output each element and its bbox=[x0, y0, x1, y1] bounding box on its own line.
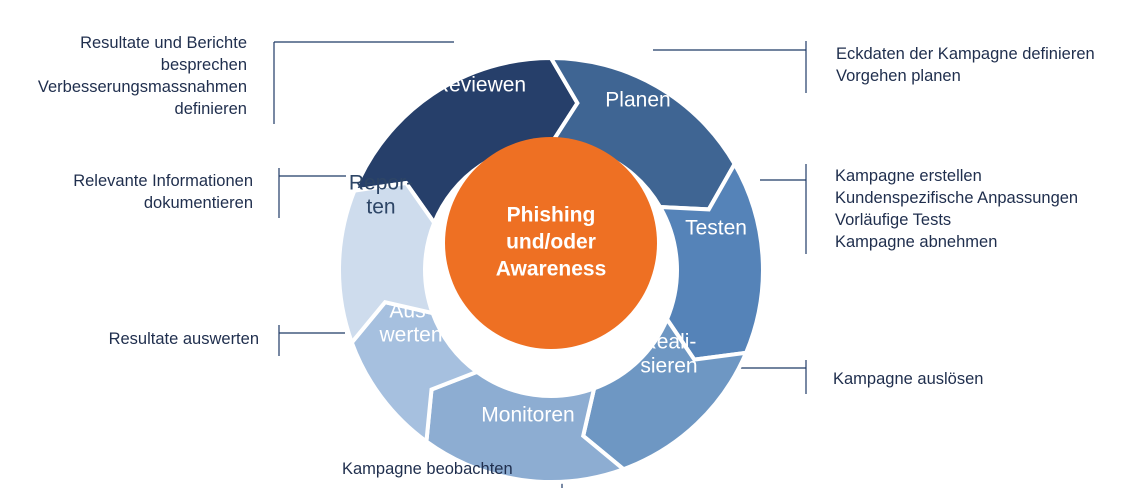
segment-monitoren: Monitoren bbox=[424, 369, 628, 484]
note-testen: Kampagne erstellen Kundenspezifische Anp… bbox=[835, 165, 1078, 253]
note-line: Kampagne beobachten bbox=[342, 460, 513, 478]
segment-label: ten bbox=[366, 196, 395, 219]
segment-reporten: Repor-ten bbox=[337, 172, 437, 347]
note-line: Kampagne abnehmen bbox=[835, 233, 998, 251]
note-line: Kampagne erstellen bbox=[835, 167, 982, 185]
segment-testen: Testen bbox=[656, 159, 765, 362]
note-reviewen: Resultate und Berichte besprechen Verbes… bbox=[38, 32, 247, 120]
note-line: dokumentieren bbox=[143, 194, 253, 212]
note-planen: Eckdaten der Kampagne definieren Vorgehe… bbox=[836, 43, 1095, 87]
note-line: Eckdaten der Kampagne definieren bbox=[836, 45, 1095, 63]
segment-realisieren: Reali-sieren bbox=[580, 315, 750, 472]
segment-label: Reviewen bbox=[434, 74, 526, 97]
note-line: besprechen bbox=[160, 56, 247, 74]
cycle-segments: ReviewenPlanenTestenReali-sierenMonitore… bbox=[337, 55, 765, 484]
segment-label: werten bbox=[378, 324, 442, 347]
center-label: Awareness bbox=[496, 258, 607, 281]
note-line: Vorläufige Tests bbox=[835, 211, 952, 229]
segment-label: Reali- bbox=[642, 331, 697, 354]
segment-label: Planen bbox=[605, 89, 670, 112]
segment-label: Testen bbox=[685, 217, 747, 240]
note-monitoren: Kampagne beobachten bbox=[342, 458, 513, 480]
note-line: Verbesserungsmassnahmen bbox=[37, 78, 247, 96]
note-reporten: Relevante Informationen dokumentieren bbox=[73, 170, 253, 214]
segment-label: Monitoren bbox=[481, 404, 574, 427]
note-realisieren: Kampagne auslösen bbox=[833, 368, 983, 390]
center-label: und/oder bbox=[506, 231, 596, 254]
note-line: Kampagne auslösen bbox=[833, 370, 984, 388]
note-auswerten: Resultate auswerten bbox=[109, 328, 259, 350]
connector-lines bbox=[273, 41, 807, 488]
segment-label: Repor- bbox=[349, 172, 413, 195]
note-line: Resultate und Berichte bbox=[80, 34, 247, 52]
note-line: definieren bbox=[174, 100, 247, 118]
note-line: Relevante Informationen bbox=[73, 172, 253, 190]
segment-shape bbox=[337, 180, 437, 347]
center-label: Phishing bbox=[507, 204, 596, 227]
note-line: Vorgehen planen bbox=[836, 67, 961, 85]
note-line: Resultate auswerten bbox=[108, 330, 259, 348]
center-circle bbox=[445, 137, 657, 349]
segment-label: sieren bbox=[640, 355, 697, 378]
note-line: Kundenspezifische Anpassungen bbox=[835, 189, 1079, 207]
